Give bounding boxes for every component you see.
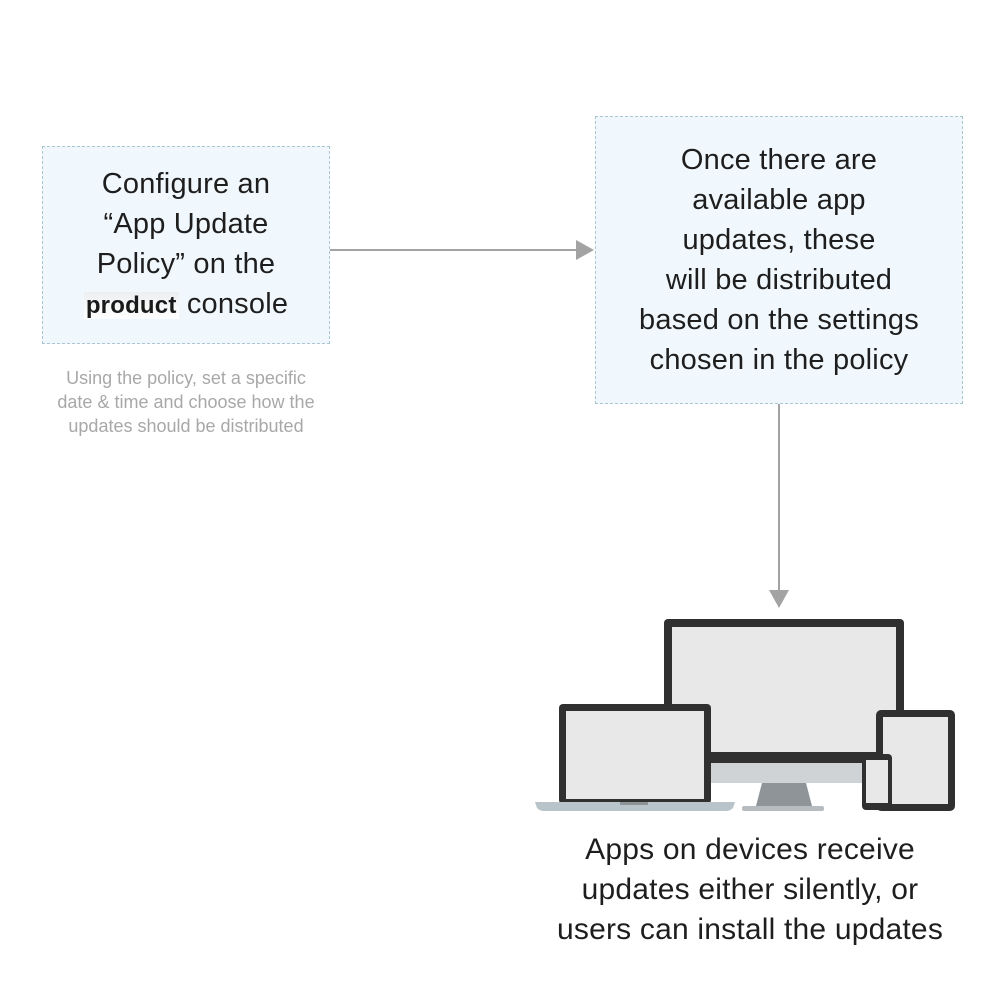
right-arrow-icon bbox=[576, 240, 594, 260]
caption-line: Using the policy, set a specific bbox=[66, 368, 306, 388]
configure-policy-step-box: Configure an “App Update Policy” on the … bbox=[42, 146, 330, 344]
step3-line: Apps on devices receive bbox=[585, 833, 915, 866]
step3-line: users can install the updates bbox=[556, 913, 944, 946]
down-arrow-icon bbox=[769, 590, 789, 608]
step1-line: Policy” on the bbox=[96, 248, 276, 280]
tablet-icon bbox=[876, 710, 955, 811]
step2-line: updates, these bbox=[682, 224, 876, 256]
devices-caption: Apps on devices receive updates either s… bbox=[530, 830, 970, 950]
console-label: console bbox=[186, 288, 289, 320]
laptop-icon bbox=[535, 704, 735, 811]
caption-line: updates should be distributed bbox=[68, 416, 304, 436]
caption-line: date & time and choose how the bbox=[57, 392, 315, 412]
step2-line: available app bbox=[692, 184, 866, 216]
step2-line: based on the settings bbox=[639, 304, 919, 336]
configure-policy-text: Configure an “App Update Policy” on the … bbox=[83, 164, 289, 326]
distribution-step-box: Once there are available app updates, th… bbox=[595, 116, 963, 404]
step2-line: will be distributed bbox=[665, 264, 893, 296]
step1-line: “App Update bbox=[103, 208, 269, 240]
policy-caption: Using the policy, set a specific date & … bbox=[30, 366, 342, 438]
distribution-text: Once there are available app updates, th… bbox=[639, 140, 919, 380]
phone-icon bbox=[862, 754, 892, 810]
product-name-label: product bbox=[83, 292, 179, 319]
step1-line-console: product console bbox=[83, 284, 289, 326]
step3-line: updates either silently, or bbox=[581, 873, 919, 906]
step1-line: Configure an bbox=[101, 168, 271, 200]
step2-line: Once there are bbox=[680, 144, 878, 176]
step2-line: chosen in the policy bbox=[649, 344, 909, 376]
